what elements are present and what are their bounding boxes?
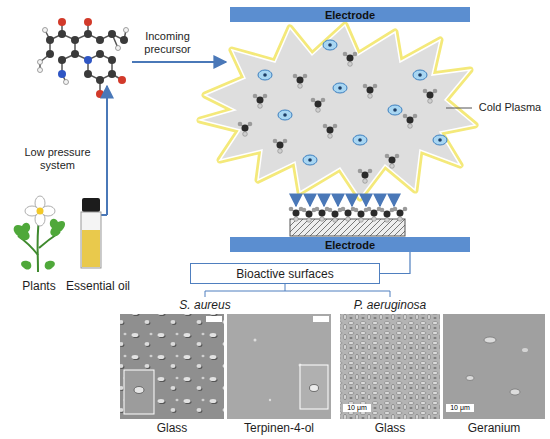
arrow-label: Low pressure system [15,146,100,171]
item-label: Plants [8,280,70,294]
arrow-label: Incoming precursor [130,30,205,55]
item-label: Essential oil [62,280,134,294]
node-text: Bioactive surfaces [236,267,333,281]
node-text: Electrode [325,9,375,21]
image-caption: Terpinen-4-ol [227,422,331,436]
connector-line [380,252,410,274]
callout-label: Cold Plasma [474,101,546,114]
scale-bar-label: 10 μm [343,404,371,412]
image-caption: Geranium [443,422,545,436]
scale-bar-label: 10 μm [446,404,474,412]
node-text: Electrode [325,239,375,251]
group-label: S. aureus [155,299,255,313]
electrode-bar: Electrode [230,237,470,252]
process-box: Bioactive surfaces [190,263,380,284]
group-label: P. aeruginosa [340,299,440,313]
image-caption: Glass [340,422,440,436]
image-caption: Glass [120,422,224,436]
electrode-bar: Electrode [230,7,470,22]
